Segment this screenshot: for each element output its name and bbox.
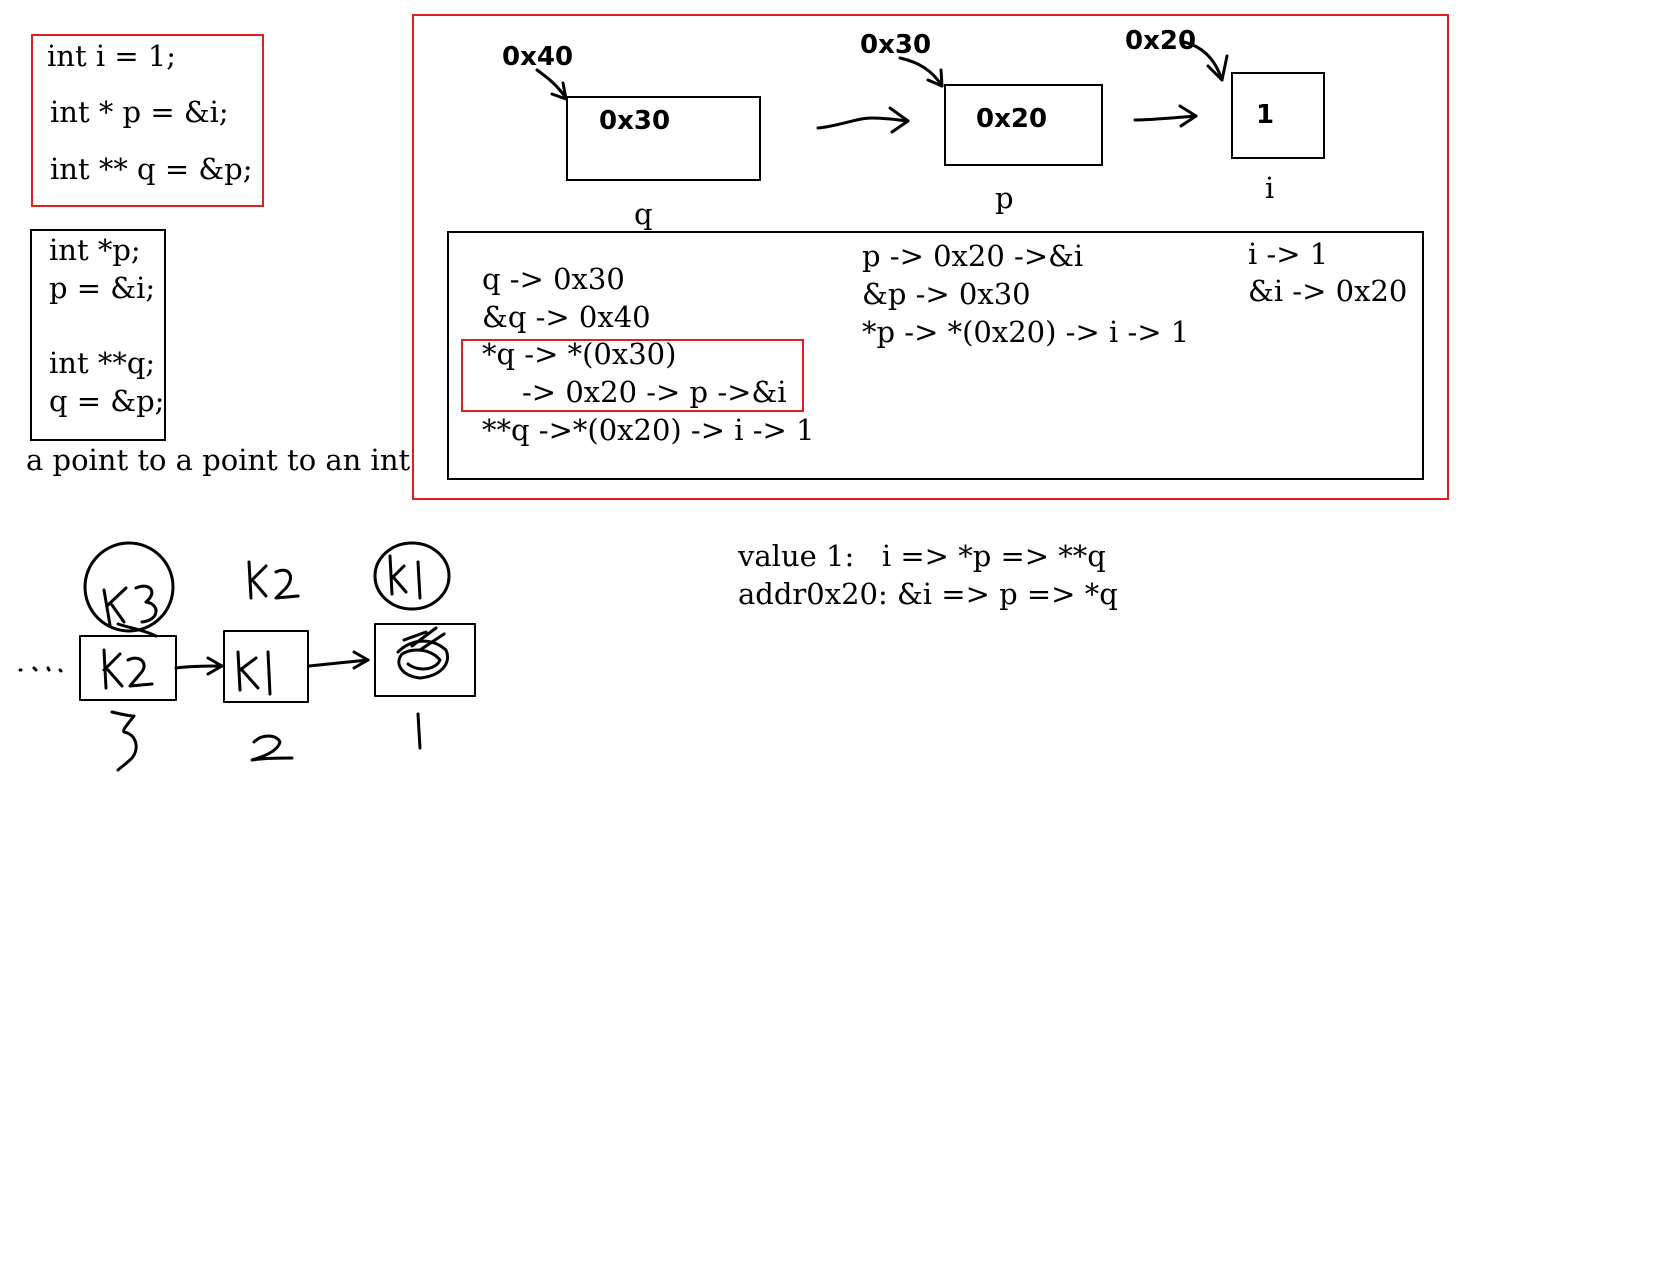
cell-p-value: 0x20: [976, 104, 1048, 134]
cell-i-value: 1: [1256, 100, 1275, 130]
sketch-label-k3: [102, 584, 158, 627]
sketch-arrow-k1-to-value: [307, 658, 370, 668]
address-arrow-p: [898, 56, 944, 88]
sketch-label-k2-box: [102, 648, 154, 690]
expr-addr-q: &q -> 0x40: [482, 300, 651, 334]
address-arrow-i-head: [1206, 54, 1229, 82]
deref-q-highlight: [461, 339, 804, 412]
expr-double-deref-q: **q ->*(0x20) -> i -> 1: [482, 413, 815, 447]
cell-q-address: 0x40: [502, 42, 574, 72]
code-line-int-p: int * p = &i;: [50, 95, 229, 129]
sketch-number-3: [110, 710, 138, 772]
cell-p-name: p: [995, 181, 1014, 215]
expr-deref-q-continued: -> 0x20 -> p ->&i: [522, 375, 787, 409]
sketch-circle-k1: [373, 541, 451, 611]
cell-q-value: 0x30: [599, 106, 671, 136]
sketch-arrow-k2-to-k1-head: [206, 656, 224, 676]
sketch-box-k1: [223, 630, 309, 703]
expr-deref-q: *q -> *(0x30): [482, 337, 677, 371]
address-arrow-q: [535, 68, 568, 100]
memory-cell-p: [944, 84, 1103, 166]
address-arrow-q-head: [550, 81, 568, 101]
sketch-arrow-k2-to-k1: [174, 664, 224, 670]
address-arrow-p-head: [926, 68, 944, 88]
code-line-decl-p: int *p;: [49, 233, 141, 267]
code-line-int-i: int i = 1;: [47, 39, 177, 73]
sketch-circle-k3: [83, 541, 175, 633]
expr-addr-p: &p -> 0x30: [862, 277, 1031, 311]
sketch-box-k2: [79, 635, 177, 701]
sketch-number-2: [250, 734, 294, 762]
pointer-arrow-p-to-i-head: [1178, 104, 1198, 128]
pointer-arrow-p-to-i: [1133, 114, 1198, 122]
code-line-assign-q: q = &p;: [49, 384, 165, 418]
sketch-tail-k3: [116, 622, 158, 638]
code-line-assign-p: p = &i;: [49, 271, 156, 305]
summary-addr-line: addr0x20: &i => p => *q: [738, 577, 1118, 611]
pointer-arrow-q-to-p-head: [888, 106, 910, 134]
code-block-split-declarations: [30, 229, 166, 441]
sketch-arrow-k1-to-value-head: [352, 650, 370, 670]
sketch-box-value: [374, 623, 476, 697]
address-arrow-i: [1182, 40, 1224, 82]
cell-q-name: q: [634, 197, 653, 231]
caption-pointer-to-pointer: a point to a point to an int: [26, 443, 411, 477]
cell-p-address: 0x30: [860, 30, 932, 60]
expr-q: q -> 0x30: [482, 262, 625, 296]
code-block-declarations: [31, 34, 264, 207]
expr-i: i -> 1: [1248, 237, 1329, 271]
expr-deref-p: *p -> *(0x20) -> i -> 1: [862, 315, 1190, 349]
expr-p: p -> 0x20 ->&i: [862, 239, 1084, 273]
sketch-number-1: [416, 712, 422, 750]
sketch-label-k1-box: [236, 650, 272, 696]
memory-cell-q: [566, 96, 761, 181]
summary-value-line: value 1: i => *p => **q: [738, 539, 1106, 573]
code-line-decl-q: int **q;: [49, 346, 156, 380]
memory-diagram-frame: [412, 14, 1449, 500]
sketch-label-k1-top: [388, 554, 422, 600]
sketch-label-k2-top: [247, 560, 300, 600]
cell-i-name: i: [1265, 171, 1275, 205]
pointer-arrow-q-to-p: [816, 116, 910, 130]
code-line-int-q: int ** q = &p;: [50, 152, 253, 186]
expression-table: [447, 231, 1424, 480]
sketch-scribble-value: [396, 626, 449, 680]
expr-addr-i: &i -> 0x20: [1248, 274, 1408, 308]
sketch-ellipsis: [18, 666, 63, 673]
memory-cell-i: [1231, 72, 1325, 159]
